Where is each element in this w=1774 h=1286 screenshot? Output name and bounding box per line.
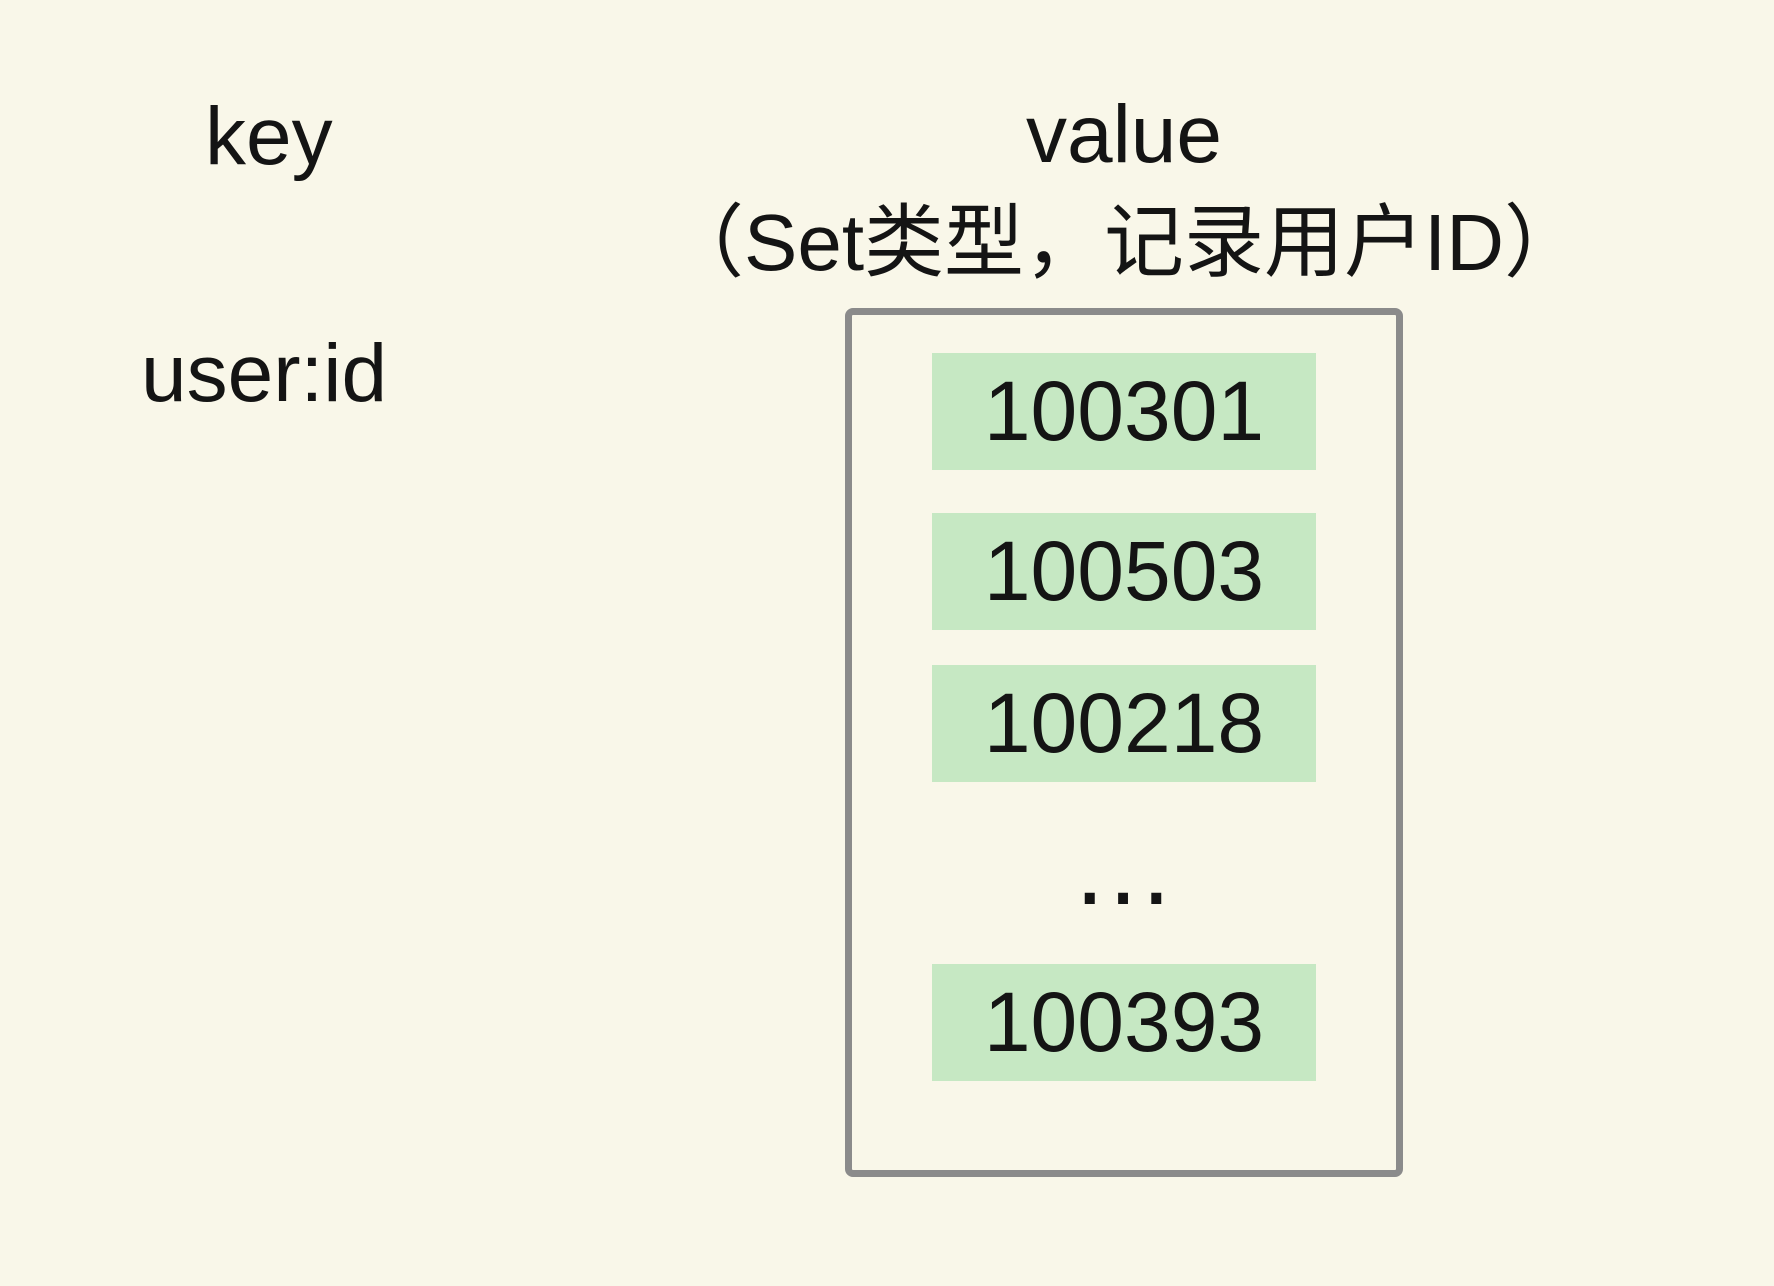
key-column-header: key xyxy=(205,91,333,182)
value-column-header: value （Set类型，记录用户ID） xyxy=(664,89,1584,284)
set-member-chip: 100301 xyxy=(932,353,1316,470)
key-name-label: user:id xyxy=(141,328,388,419)
value-header-subtitle: （Set类型，记录用户ID） xyxy=(663,198,1585,287)
set-value-box: 100301 100503 100218 … 100393 xyxy=(845,308,1403,1177)
set-member-chip: 100503 xyxy=(932,513,1316,630)
value-header-title: value xyxy=(1025,89,1223,180)
ellipsis-placeholder: … xyxy=(1070,809,1178,927)
set-member-chip: 100393 xyxy=(932,964,1316,1081)
set-member-chip: 100218 xyxy=(932,665,1316,782)
